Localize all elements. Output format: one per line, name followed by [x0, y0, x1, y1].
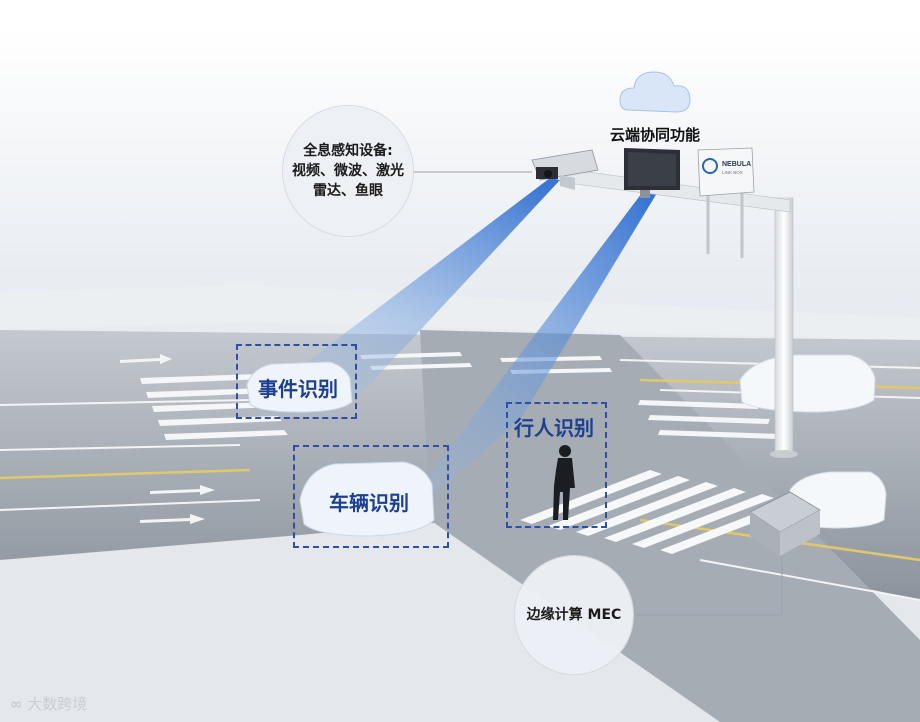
event-detection-box: 事件识别	[236, 344, 357, 419]
watermark-logo-icon: ∞	[10, 695, 23, 713]
mec-bubble: 边缘计算 MEC	[515, 556, 633, 674]
devices-bubble: 全息感知设备: 视频、微波、激光 雷达、鱼眼	[283, 106, 413, 236]
vehicle-label: 车辆识别	[329, 487, 409, 516]
nebula-brand-sub: LINK BOX	[722, 170, 743, 175]
watermark: ∞ 大数跨境	[10, 693, 87, 714]
car-right-top	[740, 355, 875, 412]
pedestrian-label: 行人识别	[514, 412, 594, 441]
watermark-text: 大数跨境	[27, 695, 87, 713]
mec-label: 边缘计算 MEC	[527, 605, 622, 625]
vehicle-detection-box: 车辆识别	[293, 445, 449, 548]
nebula-brand: NEBULA	[722, 161, 751, 168]
cloud-label: 云端协同功能	[610, 124, 700, 145]
devices-label: 全息感知设备: 视频、微波、激光 雷达、鱼眼	[292, 141, 404, 201]
pedestrian-detection-box: 行人识别	[506, 402, 607, 528]
event-label: 事件识别	[258, 373, 338, 402]
pole-base	[770, 450, 798, 458]
pole	[775, 198, 793, 453]
